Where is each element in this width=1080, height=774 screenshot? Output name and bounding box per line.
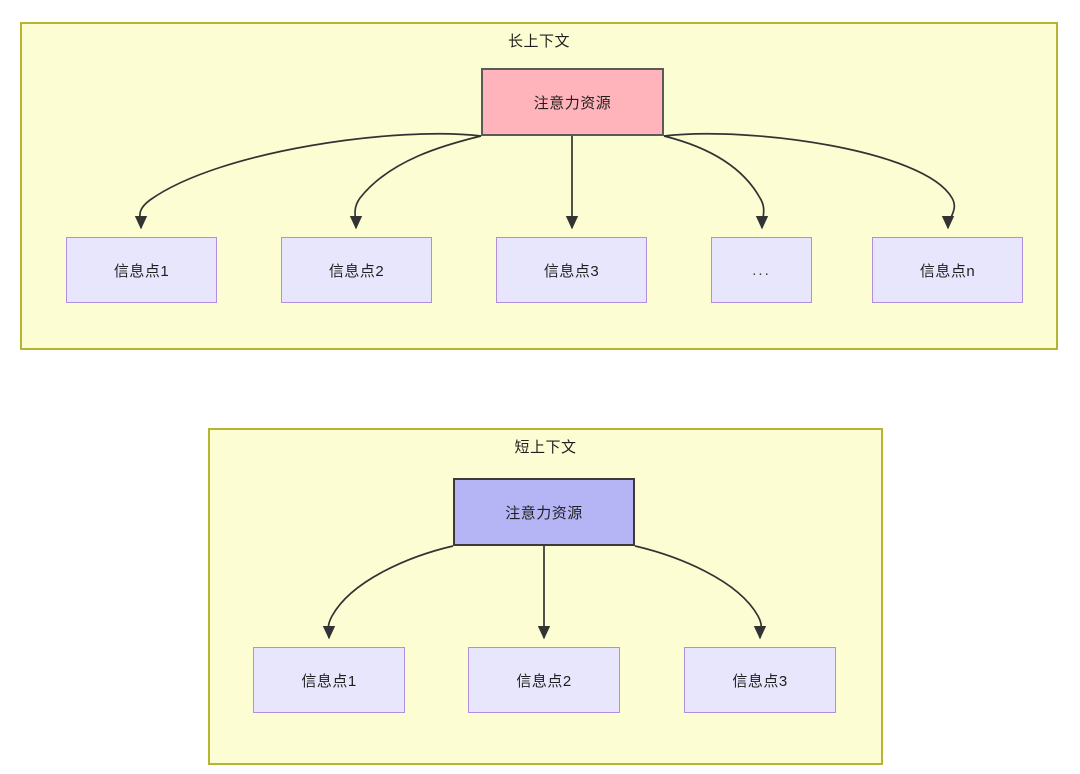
node-info-point-3[interactable]: 信息点3 <box>496 237 647 303</box>
node-attention-resource-short[interactable]: 注意力资源 <box>453 478 635 546</box>
node-short-info-point-3[interactable]: 信息点3 <box>684 647 836 713</box>
node-attention-resource-long[interactable]: 注意力资源 <box>481 68 664 136</box>
node-short-info-point-2[interactable]: 信息点2 <box>468 647 620 713</box>
node-info-point-ellipsis[interactable]: ... <box>711 237 812 303</box>
node-short-info-point-1[interactable]: 信息点1 <box>253 647 405 713</box>
group-title-long-context: 长上下文 <box>507 33 570 50</box>
node-info-point-n[interactable]: 信息点n <box>872 237 1023 303</box>
node-info-point-1[interactable]: 信息点1 <box>66 237 217 303</box>
node-info-point-2[interactable]: 信息点2 <box>281 237 432 303</box>
group-title-short-context: 短上下文 <box>514 439 577 456</box>
